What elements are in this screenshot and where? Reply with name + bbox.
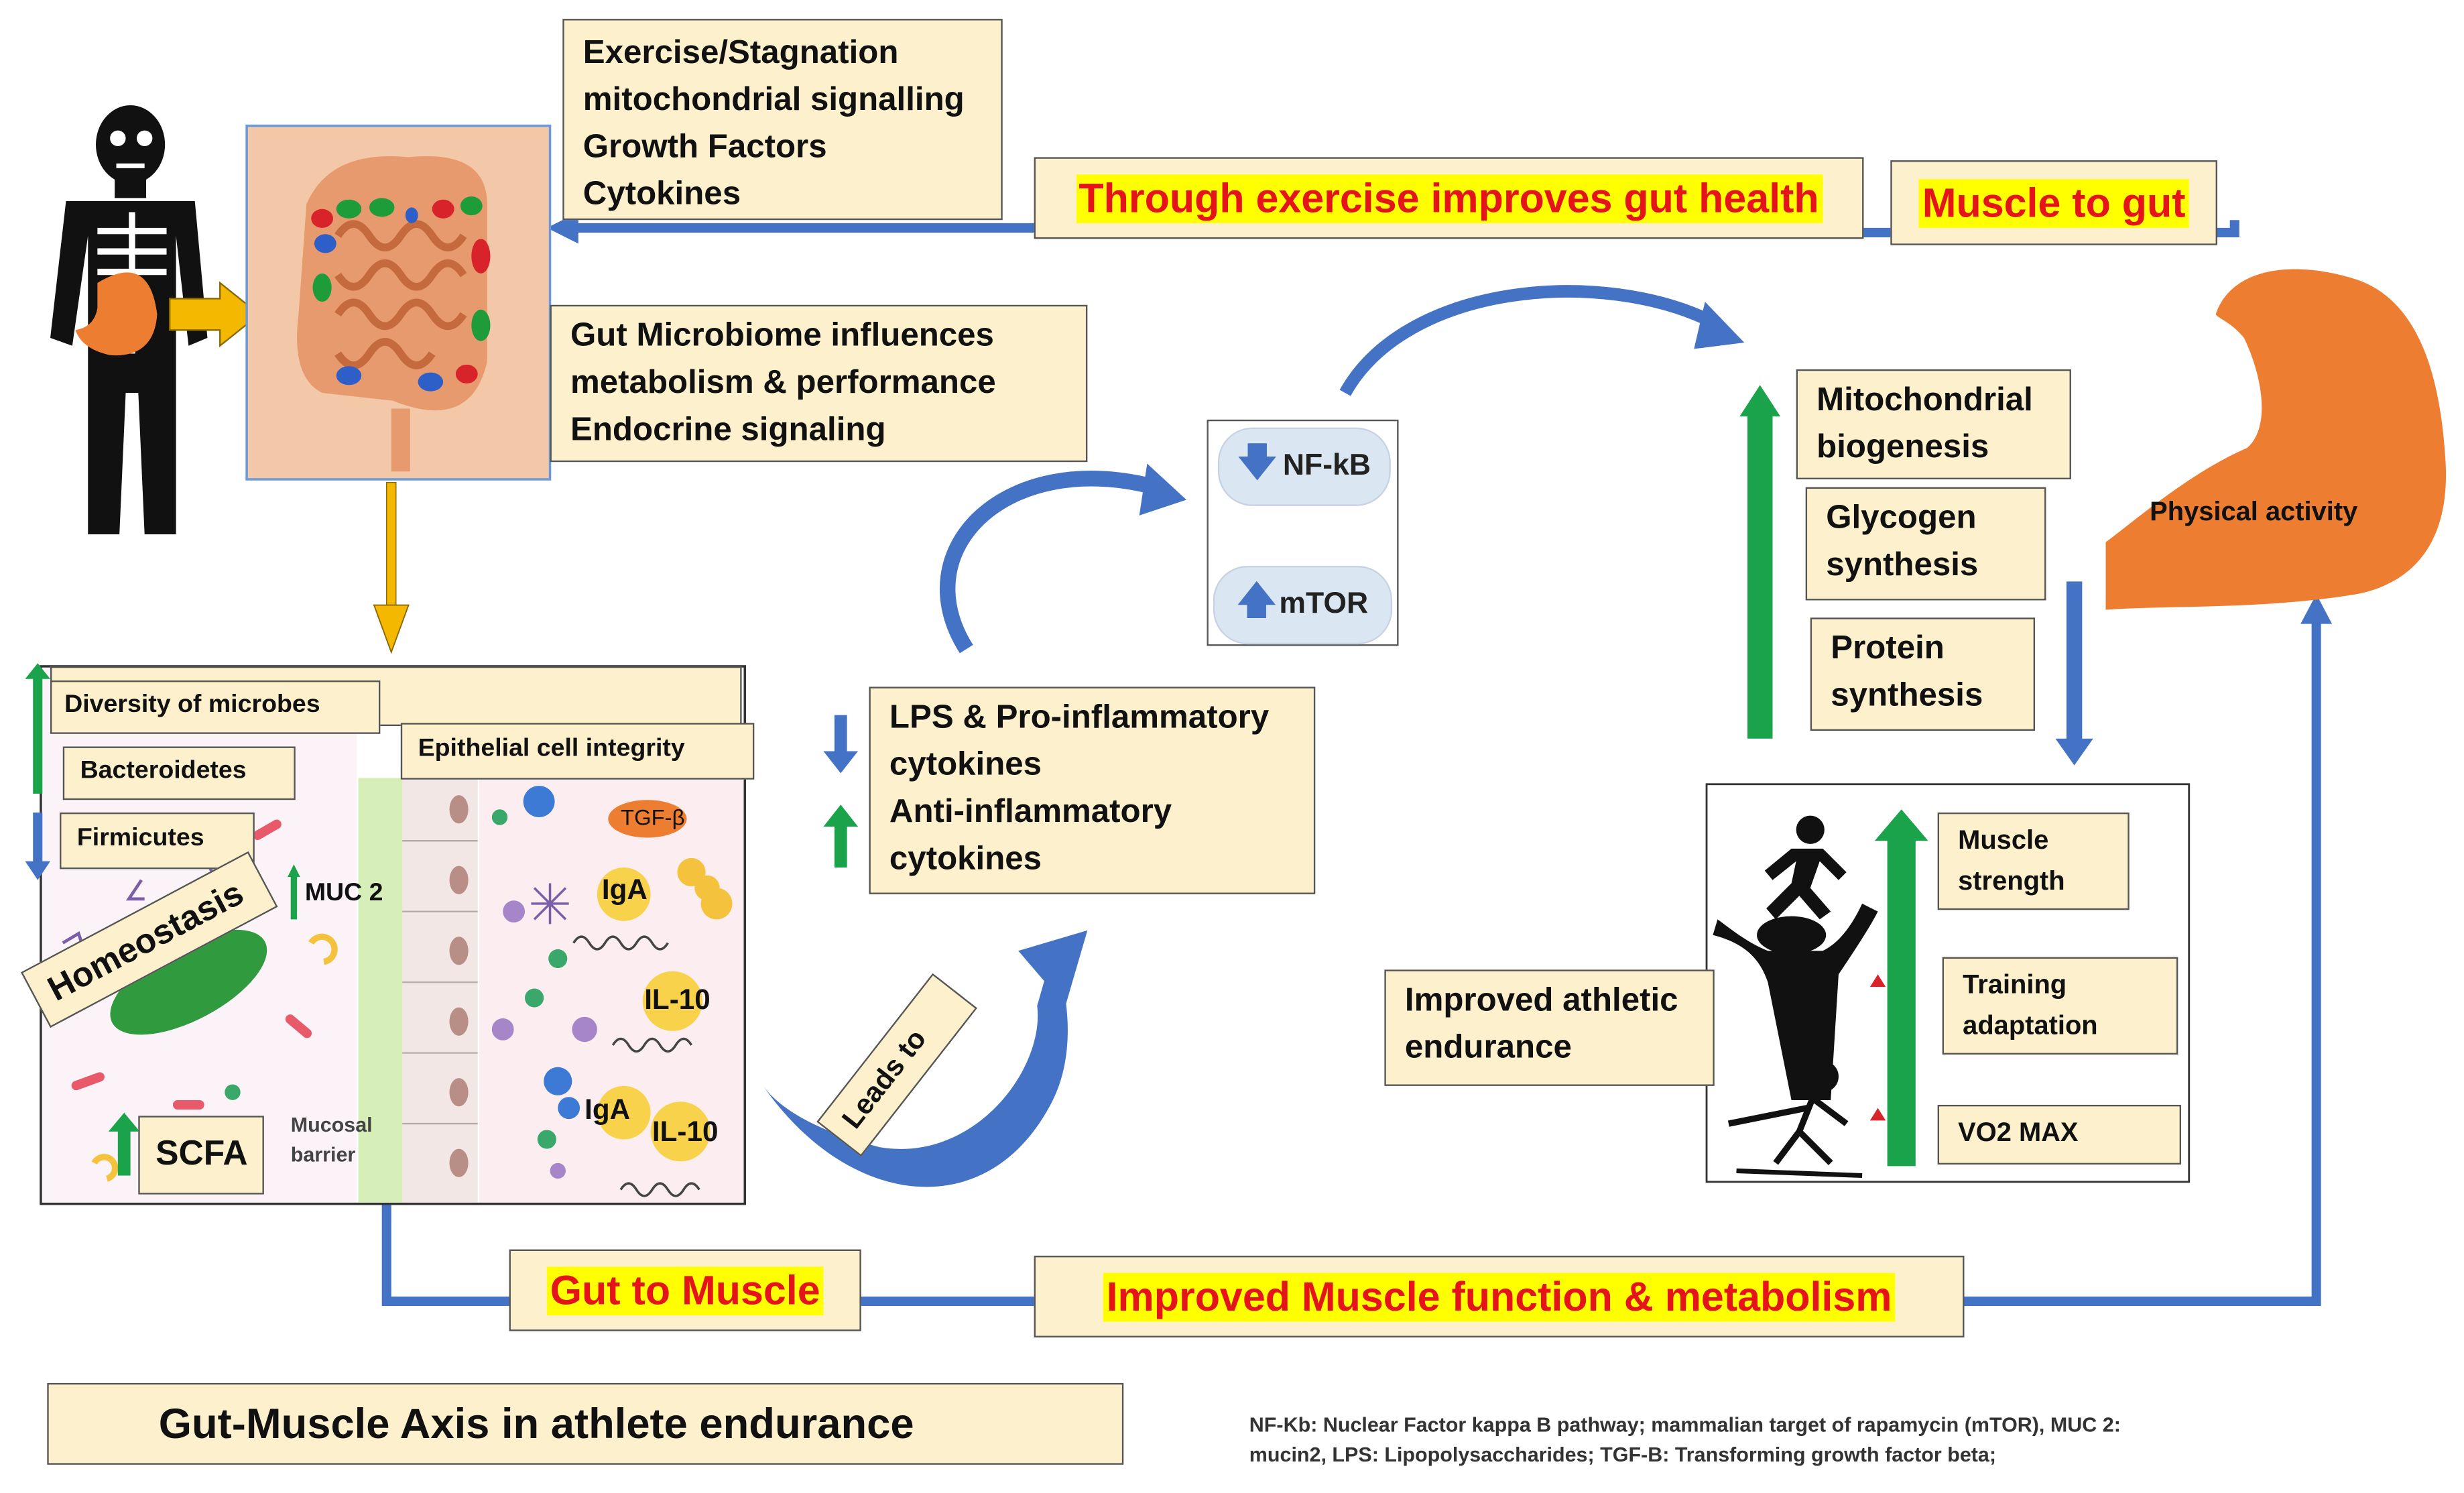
improved-muscle-label: Improved Muscle function & metabolism xyxy=(1034,1256,1965,1337)
protein-line-2: synthesis xyxy=(1831,677,1983,714)
curved-arrow-leads-to xyxy=(762,951,1068,1187)
scfa-label: SCFA xyxy=(156,1133,248,1173)
intestine-icon xyxy=(245,124,552,481)
blue-down-arrow xyxy=(2055,581,2093,766)
microbiome-line-3: Endocrine signaling xyxy=(570,412,886,449)
mucosal-line-2: barrier xyxy=(290,1142,356,1167)
glycogen-line-2: synthesis xyxy=(1826,546,1979,583)
factor-4: Cytokines xyxy=(582,176,741,213)
mucosal-line-1: Mucosal xyxy=(290,1112,373,1136)
mtor-pill: 🡅 mTOR xyxy=(1213,565,1393,645)
endurance-line-2: endurance xyxy=(1404,1029,1572,1066)
curved-arrow-lps-to-nfkb xyxy=(939,471,1158,654)
yellow-arrow-right xyxy=(169,281,261,348)
endurance-line-1: Improved athletic xyxy=(1404,982,1678,1019)
protein-box: Protein synthesis xyxy=(1810,617,2035,731)
diversity-box: Diversity of microbes xyxy=(50,680,381,734)
factor-2: mitochondrial signalling xyxy=(582,81,965,118)
improved-endurance-box: Improved athletic endurance xyxy=(1384,969,1715,1086)
mtor-label: mTOR xyxy=(1279,587,1369,621)
lps-box: LPS & Pro-inflammatory cytokines Anti-in… xyxy=(869,686,1316,894)
curved-arrow-nfkb-to-mito xyxy=(1339,285,1716,396)
training-line-1: Training xyxy=(1963,969,2067,1000)
through-exercise-label: Through exercise improves gut health xyxy=(1034,157,1864,239)
title-text: Gut-Muscle Axis in athlete endurance xyxy=(158,1399,914,1447)
improved-muscle-text: Improved Muscle function & metabolism xyxy=(1103,1272,1896,1321)
lps-line-4: cytokines xyxy=(889,841,1042,878)
up-arrow-diversity xyxy=(25,663,51,794)
iga-label-2: IgA xyxy=(584,1093,631,1126)
muscle-to-gut-text: Muscle to gut xyxy=(1919,178,2189,227)
scfa-box: SCFA xyxy=(138,1116,264,1195)
gut-to-muscle-text: Gut to Muscle xyxy=(546,1266,824,1315)
microbiome-line-1: Gut Microbiome influences xyxy=(570,317,994,354)
factor-3: Growth Factors xyxy=(582,129,827,166)
training-line-2: adaptation xyxy=(1963,1010,2098,1040)
gut-to-muscle-label: Gut to Muscle xyxy=(509,1249,861,1331)
iga-label-1: IgA xyxy=(601,874,648,906)
strength-line-2: strength xyxy=(1958,865,2065,896)
down-arrow-firmicutes xyxy=(25,812,51,880)
through-exercise-text: Through exercise improves gut health xyxy=(1075,174,1823,223)
training-box: Training adaptation xyxy=(1942,957,2178,1055)
runner-icon xyxy=(1713,815,1878,1100)
microbiome-line-2: metabolism & performance xyxy=(570,364,996,401)
vo2-label: VO2 MAX xyxy=(1958,1117,2079,1148)
gut-microbiome-box: Gut Microbiome influences metabolism & p… xyxy=(550,304,1088,463)
muscle-arm-icon xyxy=(2105,269,2447,610)
firmicutes-box: Firmicutes xyxy=(60,812,255,870)
physical-activity-label: Physical activity xyxy=(2150,496,2358,527)
arrow-head-up-right xyxy=(2300,594,2333,624)
il10-label-2: IL-10 xyxy=(652,1116,719,1148)
muc2-label: MUC 2 xyxy=(304,880,383,907)
up-arrow-muc2 xyxy=(288,864,300,920)
diversity-label: Diversity of microbes xyxy=(64,691,320,719)
lps-line-3: Anti-inflammatory xyxy=(889,793,1172,830)
up-arrow-anti xyxy=(823,804,859,868)
firmicutes-label: Firmicutes xyxy=(76,825,204,852)
nfkb-pill: 🡇 NF-kB xyxy=(1217,427,1391,506)
green-up-arrow-sports xyxy=(1874,809,1928,1167)
up-arrow-scfa xyxy=(108,1112,140,1176)
glycogen-line-1: Glycogen xyxy=(1826,499,1977,536)
strength-line-1: Muscle xyxy=(1958,825,2049,855)
vo2-box: VO2 MAX xyxy=(1937,1104,2182,1165)
top-factors-box: Exercise/Stagnation mitochondrial signal… xyxy=(562,19,1003,221)
footnote-line-1: NF-Kb: Nuclear Factor kappa B pathway; m… xyxy=(1249,1413,2121,1437)
mucosal-label: Mucosal barrier xyxy=(291,1110,373,1169)
bacteroidetes-box: Bacteroidetes xyxy=(62,746,296,800)
up-arrow-icon: 🡅 xyxy=(1237,579,1276,622)
il10-label-1: IL-10 xyxy=(644,983,711,1016)
down-arrow-lps xyxy=(823,715,859,774)
green-up-arrow-large xyxy=(1739,385,1781,739)
mitochondrial-box: Mitochondrial biogenesis xyxy=(1796,369,2071,479)
title-box: Gut-Muscle Axis in athlete endurance xyxy=(47,1382,1124,1465)
skier-icon xyxy=(1727,1061,1863,1178)
epithelial-box: Epithelial cell integrity xyxy=(400,723,755,780)
skeleton-icon xyxy=(50,105,208,535)
protein-line-1: Protein xyxy=(1831,630,1945,666)
epithelial-label: Epithelial cell integrity xyxy=(418,735,685,762)
glycogen-box: Glycogen synthesis xyxy=(1805,487,2046,601)
muscle-strength-box: Muscle strength xyxy=(1937,812,2130,910)
nfkb-label: NF-kB xyxy=(1282,449,1371,483)
bacteroidetes-label: Bacteroidetes xyxy=(80,757,247,784)
muscle-to-gut-label: Muscle to gut xyxy=(1890,160,2217,245)
stomach-shape xyxy=(75,272,158,356)
yellow-arrow-down xyxy=(373,481,410,654)
mito-line-2: biogenesis xyxy=(1816,428,1989,465)
footnote-line-2: mucin2, LPS: Lipopolysaccharides; TGF-B:… xyxy=(1249,1442,1997,1467)
down-arrow-icon: 🡇 xyxy=(1237,440,1277,483)
tgf-label: TGF-β xyxy=(621,804,685,830)
factor-1: Exercise/Stagnation xyxy=(582,34,899,71)
lps-line-2: cytokines xyxy=(889,746,1042,783)
footnote: NF-Kb: Nuclear Factor kappa B pathway; m… xyxy=(1249,1410,2121,1470)
lps-line-1: LPS & Pro-inflammatory xyxy=(889,699,1270,736)
mito-line-1: Mitochondrial xyxy=(1816,381,2033,418)
